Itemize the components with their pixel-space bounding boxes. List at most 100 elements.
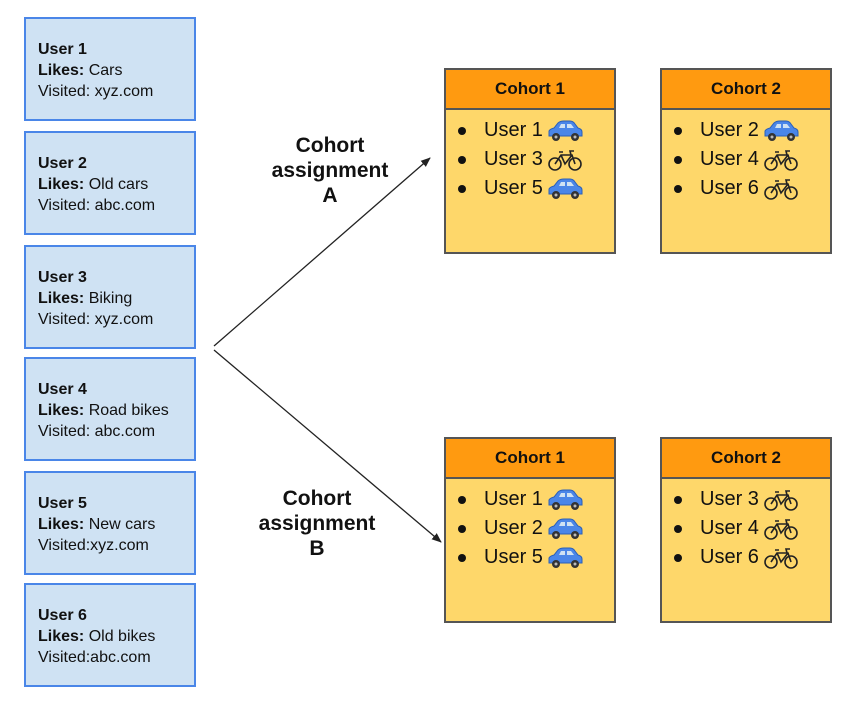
cohort-member-list: User 1 User 3 User 5 bbox=[446, 110, 614, 203]
user-likes: Likes: Old cars bbox=[38, 174, 194, 195]
bike-icon bbox=[763, 489, 799, 511]
member-name: User 6 bbox=[700, 546, 759, 568]
cohort-title: Cohort 2 bbox=[662, 439, 830, 479]
member-name: User 5 bbox=[484, 177, 543, 199]
car-icon bbox=[547, 547, 583, 569]
cohort-member: User 1 bbox=[458, 485, 614, 514]
user-likes: Likes: Biking bbox=[38, 288, 194, 309]
user-visited: Visited: xyz.com bbox=[38, 311, 154, 328]
cohort-member: User 4 bbox=[674, 514, 830, 543]
user-likes: Likes: Cars bbox=[38, 60, 194, 81]
bullet bbox=[458, 553, 466, 562]
cohort-member: User 2 bbox=[458, 514, 614, 543]
cohort-title: Cohort 2 bbox=[662, 70, 830, 110]
user-name: User 3 bbox=[38, 269, 87, 286]
user-card-1: User 1 Likes: Cars Visited: xyz.com bbox=[24, 17, 196, 121]
arrow-to-assignment-b bbox=[213, 349, 442, 543]
user-card-5: User 5 Likes: New cars Visited:xyz.com bbox=[24, 471, 196, 575]
assignment-a-label-line2: assignment bbox=[271, 159, 389, 182]
assignment-a-label: Cohort assignment A bbox=[262, 133, 398, 208]
assignment-b-label-line3: B bbox=[309, 537, 325, 560]
user-visited: Visited: abc.com bbox=[38, 423, 156, 440]
bike-icon bbox=[763, 149, 799, 171]
assignment-b-label: Cohort assignment B bbox=[249, 486, 385, 561]
cohort-title: Cohort 1 bbox=[446, 439, 614, 479]
assignment-b-cohort-1: Cohort 1 User 1 User 2 User 5 bbox=[444, 437, 616, 623]
bullet bbox=[674, 524, 682, 533]
cohort-member: User 3 bbox=[674, 485, 830, 514]
member-name: User 1 bbox=[484, 488, 543, 510]
bullet bbox=[458, 155, 466, 164]
user-likes: Likes: Road bikes bbox=[38, 400, 194, 421]
cohort-member: User 2 bbox=[674, 116, 830, 145]
member-name: User 3 bbox=[700, 488, 759, 510]
likes-value: New cars bbox=[88, 516, 156, 533]
user-name: User 6 bbox=[38, 607, 87, 624]
bullet bbox=[458, 495, 466, 504]
assignment-b-cohort-2: Cohort 2 User 3 User 4 User 6 bbox=[660, 437, 832, 623]
cohort-member: User 5 bbox=[458, 543, 614, 572]
user-name: User 5 bbox=[38, 495, 87, 512]
assignment-a-cohort-2: Cohort 2 User 2 User 4 User 6 bbox=[660, 68, 832, 254]
user-visited: Visited: xyz.com bbox=[38, 83, 154, 100]
user-card-3: User 3 Likes: Biking Visited: xyz.com bbox=[24, 245, 196, 349]
bullet bbox=[458, 126, 466, 135]
member-name: User 4 bbox=[700, 517, 759, 539]
cohort-member-list: User 1 User 2 User 5 bbox=[446, 479, 614, 572]
car-icon bbox=[547, 518, 583, 540]
car-icon bbox=[763, 120, 799, 142]
likes-value: Biking bbox=[88, 290, 133, 307]
user-name: User 4 bbox=[38, 381, 87, 398]
likes-label: Likes: bbox=[38, 402, 85, 419]
assignment-b-label-line2: assignment bbox=[258, 512, 376, 535]
likes-value: Old cars bbox=[88, 176, 149, 193]
user-card-2: User 2 Likes: Old cars Visited: abc.com bbox=[24, 131, 196, 235]
likes-label: Likes: bbox=[38, 176, 85, 193]
user-card-4: User 4 Likes: Road bikes Visited: abc.co… bbox=[24, 357, 196, 461]
arrow-to-assignment-a bbox=[213, 157, 431, 347]
likes-label: Likes: bbox=[38, 62, 85, 79]
bullet bbox=[674, 495, 682, 504]
assignment-a-label-line3: A bbox=[322, 184, 338, 207]
user-likes: Likes: Old bikes bbox=[38, 626, 194, 647]
member-name: User 1 bbox=[484, 119, 543, 141]
user-visited: Visited:abc.com bbox=[38, 649, 151, 666]
car-icon bbox=[547, 178, 583, 200]
likes-value: Old bikes bbox=[88, 628, 156, 645]
likes-label: Likes: bbox=[38, 628, 85, 645]
car-icon bbox=[547, 489, 583, 511]
bike-icon bbox=[547, 149, 583, 171]
user-visited: Visited: abc.com bbox=[38, 197, 156, 214]
bullet bbox=[674, 155, 682, 164]
assignment-a-cohort-1: Cohort 1 User 1 User 3 User 5 bbox=[444, 68, 616, 254]
user-name: User 1 bbox=[38, 41, 87, 58]
cohort-member-list: User 3 User 4 User 6 bbox=[662, 479, 830, 572]
bullet bbox=[674, 126, 682, 135]
cohort-member-list: User 2 User 4 User 6 bbox=[662, 110, 830, 203]
cohort-member: User 4 bbox=[674, 145, 830, 174]
member-name: User 2 bbox=[700, 119, 759, 141]
user-likes: Likes: New cars bbox=[38, 514, 194, 535]
bike-icon bbox=[763, 547, 799, 569]
likes-label: Likes: bbox=[38, 516, 85, 533]
cohort-member: User 3 bbox=[458, 145, 614, 174]
cohort-member: User 5 bbox=[458, 174, 614, 203]
member-name: User 3 bbox=[484, 148, 543, 170]
bullet bbox=[458, 524, 466, 533]
user-visited: Visited:xyz.com bbox=[38, 537, 149, 554]
member-name: User 4 bbox=[700, 148, 759, 170]
bike-icon bbox=[763, 518, 799, 540]
assignment-a-label-line1: Cohort bbox=[295, 134, 365, 157]
car-icon bbox=[547, 120, 583, 142]
member-name: User 6 bbox=[700, 177, 759, 199]
cohort-member: User 1 bbox=[458, 116, 614, 145]
member-name: User 2 bbox=[484, 517, 543, 539]
bike-icon bbox=[763, 178, 799, 200]
cohort-title: Cohort 1 bbox=[446, 70, 614, 110]
cohort-member: User 6 bbox=[674, 543, 830, 572]
assignment-b-label-line1: Cohort bbox=[282, 487, 352, 510]
bullet bbox=[674, 553, 682, 562]
member-name: User 5 bbox=[484, 546, 543, 568]
user-name: User 2 bbox=[38, 155, 87, 172]
